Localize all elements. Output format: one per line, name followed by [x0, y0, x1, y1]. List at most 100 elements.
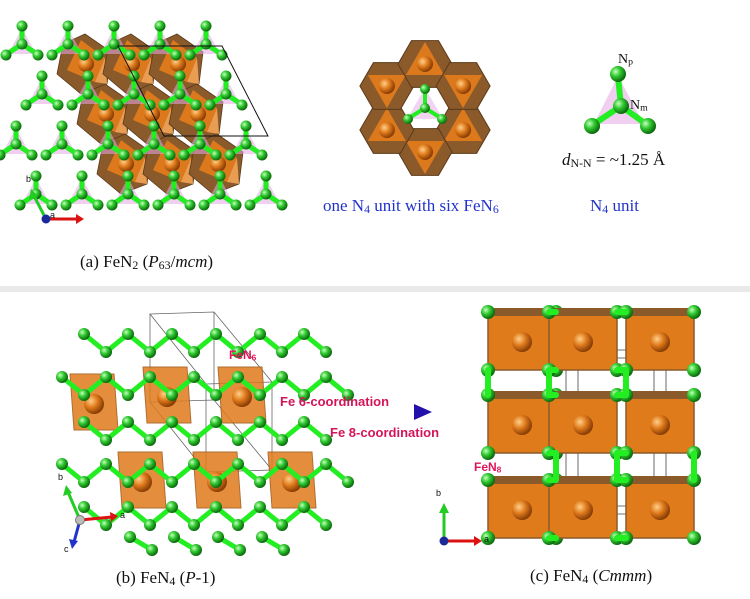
nitrogen-atom [194, 138, 206, 150]
nitrogen-atom [481, 446, 495, 460]
axis-b-label-a: a [120, 510, 126, 520]
nitrogen-atom [168, 188, 180, 200]
nitrogen-atom [687, 305, 701, 319]
nitrogen-atom [210, 389, 222, 401]
nitrogen-atom [254, 389, 266, 401]
nitrogen-atom [198, 199, 210, 211]
nitrogen-atom [320, 346, 332, 358]
nitrogen-atom [420, 103, 430, 113]
cuboid-top-face [488, 391, 556, 399]
nitrogen-atom [188, 371, 200, 383]
caption-a-open: ( [138, 252, 149, 271]
nitrogen-atom [210, 149, 222, 161]
np-label: Np [618, 52, 633, 68]
octahedron-face [95, 58, 107, 84]
panel-feN4: FeN6 FeN8 Fe 6-coordination Fe 8-coordin… [0, 292, 750, 599]
cuboid-top-face [488, 308, 556, 316]
nitrogen-atom [78, 49, 90, 61]
nitrogen-atom [320, 434, 332, 446]
nitrogen-atom [254, 416, 266, 428]
fe-atom [650, 332, 670, 352]
unit-desc-text: one N [323, 196, 365, 215]
cuboid-top-face [626, 308, 694, 316]
nitrogen-atom [46, 199, 58, 211]
feN4-p1-lattice [56, 311, 354, 556]
nitrogen-atom [174, 88, 186, 100]
nitrogen-atom [194, 120, 206, 132]
fe-atom [512, 500, 532, 520]
nitrogen-atom [190, 99, 202, 111]
nitrogen-atom [190, 544, 202, 556]
nitrogen-atom [168, 531, 180, 543]
axis-c-label-b: b [436, 488, 442, 498]
n4-label-tail: unit [608, 196, 639, 215]
cuboid-top-face [549, 476, 617, 484]
nitrogen-atom [687, 363, 701, 377]
nm-label: Nm [630, 98, 648, 114]
nitrogen-atom [144, 371, 156, 383]
nitrogen-atom [687, 388, 701, 402]
nitrogen-atom [298, 501, 310, 513]
nitrogen-atom [210, 476, 222, 488]
octahedron-face [135, 158, 147, 184]
d-value: = ~1.25 Å [591, 150, 666, 169]
cuboid-top-face [626, 476, 694, 484]
caption-c: (c) FeN4 (Cmmm) [530, 566, 652, 587]
nitrogen-atom [138, 199, 150, 211]
nitrogen-atom [200, 20, 212, 32]
nitrogen-atom [62, 20, 74, 32]
nitrogen-atom [254, 328, 266, 340]
nitrogen-atom [254, 501, 266, 513]
n4-label-text: N [590, 196, 603, 215]
octahedron-face [187, 58, 199, 84]
nitrogen-atom [224, 149, 236, 161]
nitrogen-atom [82, 70, 94, 82]
nitrogen-atom [276, 458, 288, 470]
nitrogen-atom [72, 149, 84, 161]
nitrogen-atom [148, 120, 160, 132]
nitrogen-atom [106, 199, 118, 211]
caption-c-text: (c) FeN [530, 566, 583, 585]
nitrogen-atom [232, 346, 244, 358]
bond-length-label: dN-N = ~1.25 Å [562, 150, 665, 171]
nitrogen-atom [232, 519, 244, 531]
bottom-structures-svg [56, 305, 701, 556]
nitrogen-atom [437, 114, 447, 124]
nitrogen-atom [16, 38, 28, 50]
nitrogen-atom [188, 434, 200, 446]
fe-atom [84, 394, 104, 414]
caption-a-italic2: mcm [175, 252, 208, 271]
nitrogen-atom [112, 99, 124, 111]
d-sub: N-N [570, 155, 592, 170]
cuboid-top-face [626, 391, 694, 399]
nitrogen-atom [56, 371, 68, 383]
nitrogen-atom [236, 99, 248, 111]
np-text: N [618, 52, 629, 67]
nitrogen-atom [128, 88, 140, 100]
nitrogen-atom [60, 199, 72, 211]
caption-a-sub2: 6 [158, 257, 165, 272]
nitrogen-atom [146, 544, 158, 556]
nitrogen-atom [178, 149, 190, 161]
nitrogen-atom [122, 328, 134, 340]
octahedron-face [115, 108, 127, 134]
nitrogen-atom [102, 138, 114, 150]
nitrogen-atom [232, 458, 244, 470]
nitrogen-atom [481, 531, 495, 545]
nitrogen-atom [14, 199, 26, 211]
nitrogen-atom [166, 389, 178, 401]
nitrogen-atom [200, 38, 212, 50]
nitrogen-atom [152, 199, 164, 211]
nitrogen-atom [122, 501, 134, 513]
nitrogen-atom [320, 519, 332, 531]
feN8-sub: 8 [496, 464, 502, 475]
cuboid-top-face [488, 476, 556, 484]
nitrogen-atom [276, 519, 288, 531]
nitrogen-atom [144, 434, 156, 446]
caption-b-open: ( [175, 568, 186, 587]
caption-b-sub: 4 [169, 573, 176, 588]
nitrogen-atom [108, 38, 120, 50]
nitrogen-atom [256, 531, 268, 543]
fe-atom [573, 415, 593, 435]
fe-atom [573, 332, 593, 352]
